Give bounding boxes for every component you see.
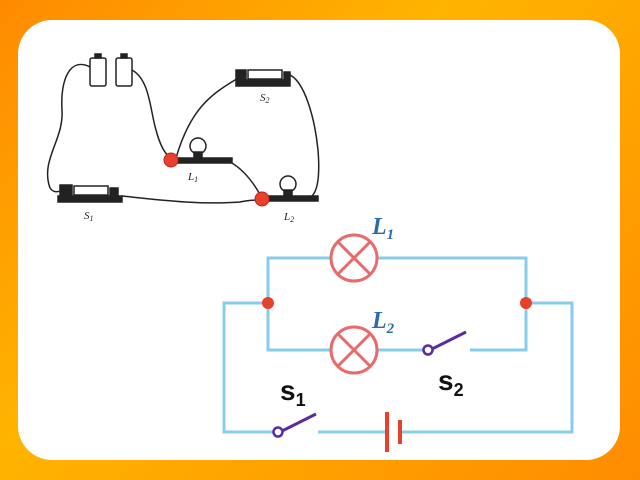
physical-switch-s1	[57, 184, 123, 203]
wire-battery-to-s1	[46, 63, 93, 193]
schematic-junction-left	[262, 297, 274, 309]
physical-label-s2: S2	[260, 92, 270, 105]
wire-s2-to-right	[470, 303, 528, 352]
physical-lamp-l1	[175, 137, 233, 164]
wire-s1-to-l2	[121, 195, 263, 204]
wire-battery-to-l1	[131, 69, 171, 159]
content-panel	[18, 20, 620, 460]
schematic-lamp-l2	[329, 325, 379, 375]
schematic-label-l2: L2	[371, 308, 395, 337]
wire-outer-right	[400, 301, 574, 434]
schematic-switch-s1	[272, 412, 317, 438]
wire-branch-top	[266, 256, 330, 303]
physical-junction-1	[163, 152, 179, 168]
physical-label-l1: L1	[187, 171, 198, 184]
wire-l1-to-l2	[229, 161, 263, 199]
wire-branch-bottom	[266, 303, 330, 352]
schematic-wires	[222, 256, 574, 434]
battery-cell-left	[89, 57, 107, 87]
wire-outer-left	[222, 301, 278, 434]
schematic-lamp-l1	[329, 233, 379, 283]
schematic-battery	[385, 412, 402, 452]
wire-branch-top-right	[378, 256, 528, 303]
schematic-junction-right	[520, 297, 532, 309]
schematic-switch-s2	[422, 330, 467, 356]
schematic-label-s1: s1	[280, 375, 306, 410]
physical-switch-s2	[235, 69, 291, 87]
physical-label-s1: S1	[84, 210, 94, 223]
schematic-label-l1: L1	[371, 214, 394, 243]
physical-circuit	[46, 63, 320, 204]
wire-l1-to-s2	[175, 71, 240, 159]
physical-battery	[89, 53, 133, 87]
wire-s2-to-l2	[287, 73, 320, 197]
physical-lamp-l2	[261, 175, 319, 202]
schematic-label-s2: s2	[438, 365, 464, 400]
physical-label-l2: L2	[283, 211, 294, 224]
physical-junction-2	[254, 191, 270, 207]
battery-cell-right	[115, 57, 133, 87]
